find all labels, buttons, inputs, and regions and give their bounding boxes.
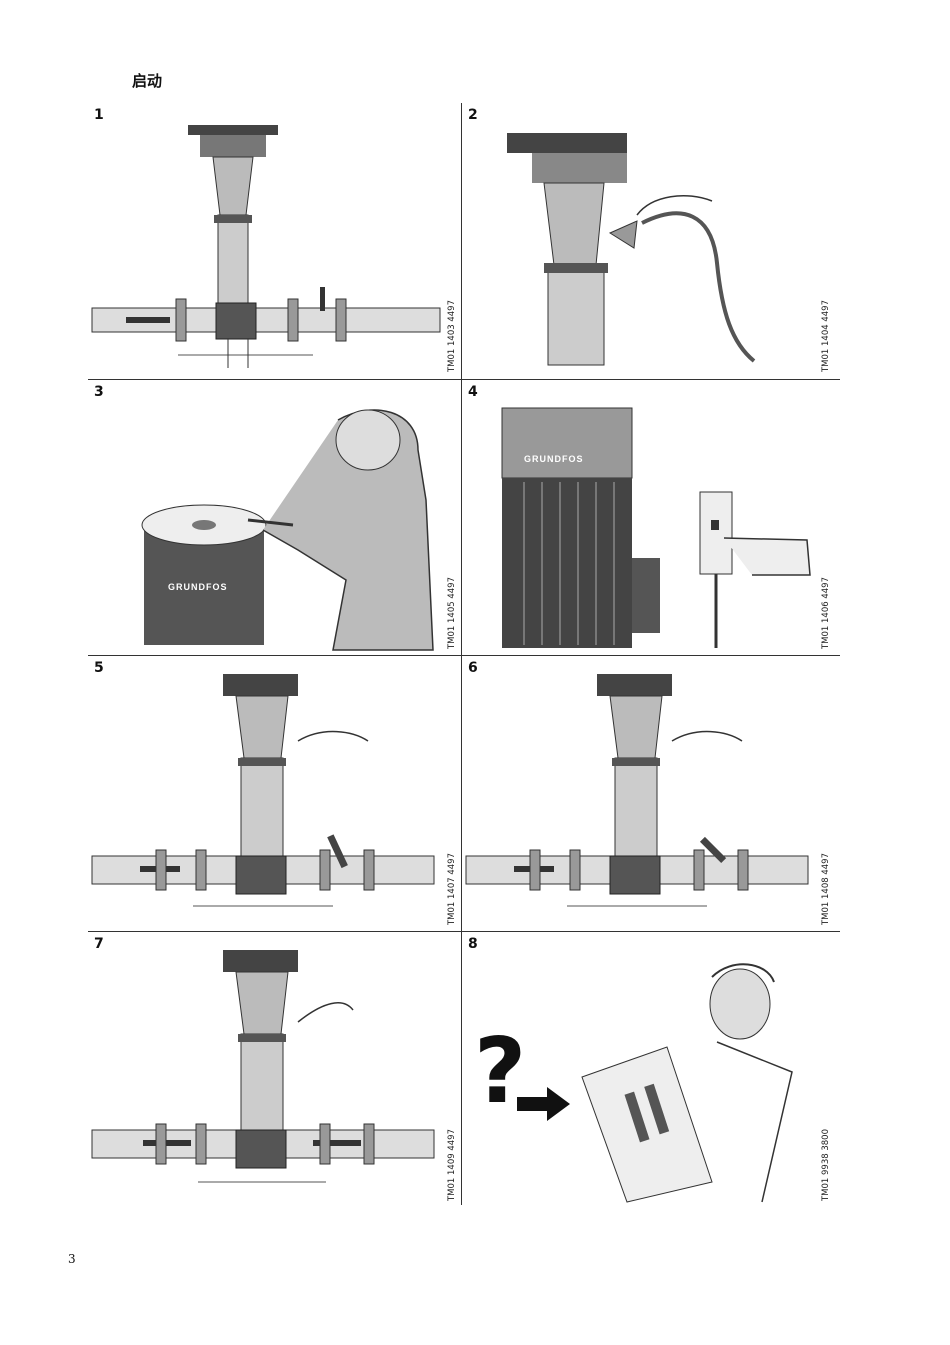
- page-number: 3: [68, 1252, 76, 1266]
- figure-code: TM01 1405 4497: [447, 576, 457, 649]
- figure-code: TM01 1404 4497: [821, 299, 831, 372]
- panel-3: GRUNDFOS 3 TM01 1405 4497: [88, 380, 461, 655]
- panel-number: 3: [94, 384, 104, 400]
- panel-number: 1: [94, 107, 104, 123]
- priming-illustration: [507, 133, 756, 366]
- panel-1: 1 TM01 1403 4497: [88, 103, 461, 378]
- grid-divider-1: [88, 379, 840, 380]
- panel-6: 6 TM01 1408 4497: [462, 656, 835, 931]
- read-manual-illustration: ?: [474, 963, 793, 1203]
- figure-code: TM01 9938 3800: [821, 1128, 831, 1201]
- vent-valve-illustration: [465, 674, 809, 907]
- pump-pipe-illustration: [91, 125, 441, 368]
- grid-vertical-divider: [461, 103, 462, 1205]
- panel-number: 5: [94, 660, 104, 676]
- panel-8: ? 8 TM01 9938 3800: [462, 932, 835, 1207]
- figure-code: TM01 1406 4497: [821, 576, 831, 649]
- grid-divider-3: [88, 931, 840, 932]
- panel-4: GRUNDFOS 4 TM01 1406 4497: [462, 380, 835, 655]
- instruction-grid: 1 TM01 1403 4497 2 TM01 1404 4497 GRUNDF…: [88, 103, 840, 1205]
- figure-code: TM01 1409 4497: [447, 1128, 457, 1201]
- vent-valve-illustration: [91, 674, 435, 907]
- grid-divider-2: [88, 655, 840, 656]
- panel-2: 2 TM01 1404 4497: [462, 103, 835, 378]
- panel-number: 2: [468, 107, 478, 123]
- panel-7: 7 TM01 1409 4497: [88, 932, 461, 1207]
- close-vent-illustration: [91, 950, 435, 1183]
- rotation-check-illustration: GRUNDFOS: [141, 409, 434, 651]
- panel-number: 6: [468, 660, 478, 676]
- motor-switch-illustration: GRUNDFOS: [501, 407, 811, 648]
- panel-5: 5 TM01 1407 4497: [88, 656, 461, 931]
- panel-number: 8: [468, 936, 478, 952]
- figure-code: TM01 1408 4497: [821, 852, 831, 925]
- figure-code: TM01 1407 4497: [447, 852, 457, 925]
- brand-logo-text: GRUNDFOS: [168, 582, 228, 592]
- page-title: 启动: [132, 72, 163, 90]
- panel-number: 4: [468, 384, 478, 400]
- panel-number: 7: [94, 936, 104, 952]
- figure-code: TM01 1403 4497: [447, 299, 457, 372]
- brand-logo-text: GRUNDFOS: [524, 454, 584, 464]
